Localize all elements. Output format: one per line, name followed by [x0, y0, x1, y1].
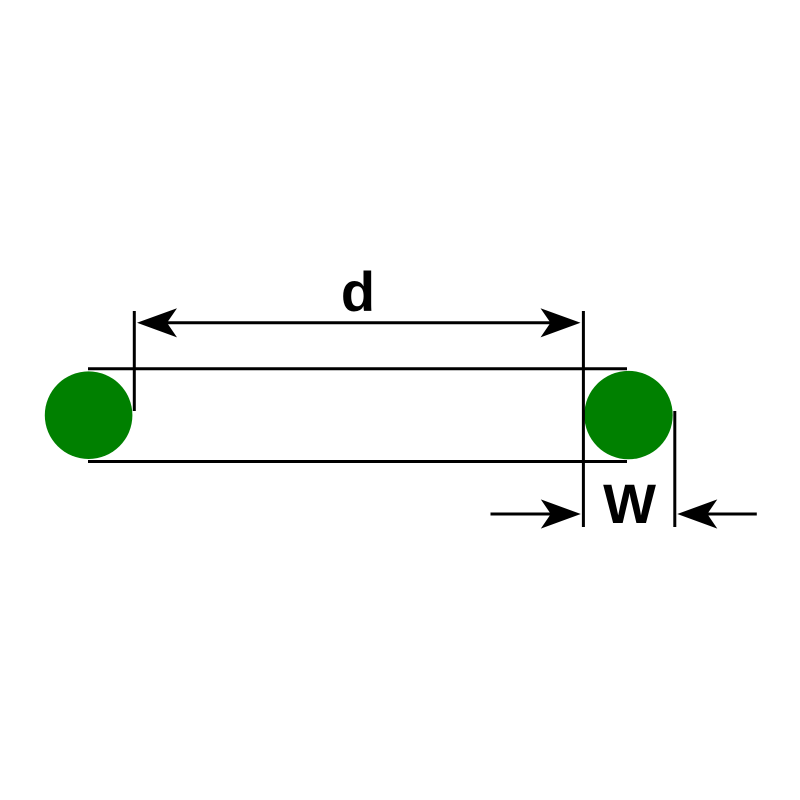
svg-text:W: W	[603, 472, 656, 535]
svg-text:d: d	[341, 260, 375, 323]
